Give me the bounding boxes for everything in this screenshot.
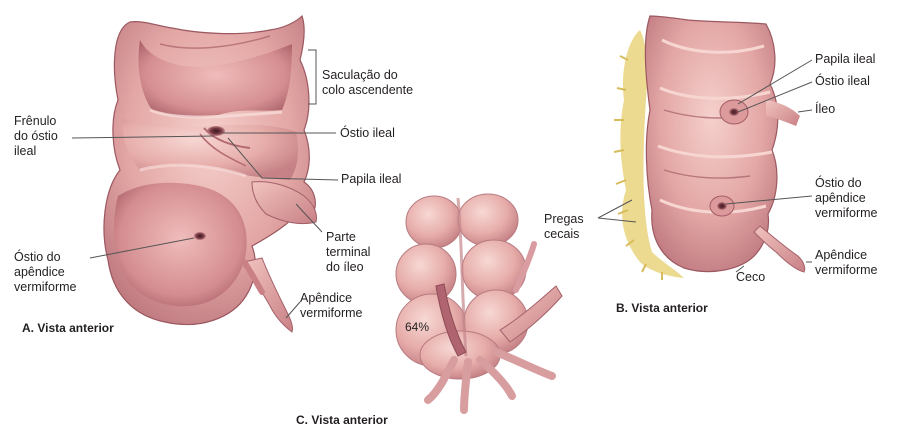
label-b-apendice-vermiforme: Apêndice vermiforme (815, 248, 878, 278)
label-a-apendice-vermiforme: Apêndice vermiforme (300, 291, 363, 321)
label-b-ostio-ileal: Óstio ileal (815, 74, 870, 89)
figure-b-appendix-orifice (717, 202, 727, 210)
label-frenulo-ostio-ileal: Frênulo do óstio ileal (14, 114, 58, 159)
caption-figure-a: A. Vista anterior (22, 321, 114, 335)
label-b-ileo: Íleo (815, 102, 835, 117)
label-parte-terminal-ileo: Parte terminal do íleo (326, 230, 370, 275)
figure-a-appendix-orifice (194, 232, 206, 240)
label-b-papila-ileal: Papila ileal (815, 52, 875, 67)
figure-b-appendix (754, 226, 805, 272)
label-pregas-cecais: Pregas cecais (544, 212, 584, 242)
label-saculacao-colo-ascendente: Saculação do colo ascendente (322, 68, 413, 98)
label-b-ostio-apendice: Óstio do apêndice vermiforme (815, 176, 878, 221)
figure-a-illustration (104, 16, 317, 332)
figure-a-lower-pouch (114, 183, 247, 306)
caption-figure-b: B. Vista anterior (616, 301, 708, 315)
label-ceco: Ceco (736, 270, 765, 285)
label-a-ostio-ileal: Óstio ileal (340, 126, 395, 141)
figure-c-illustration (396, 194, 562, 410)
figure-b-ileal-orifice (729, 108, 739, 116)
label-percent: 64% (405, 320, 429, 334)
caption-figure-c: C. Vista anterior (296, 413, 388, 427)
label-a-ostio-apendice: Óstio do apêndice vermiforme (14, 250, 77, 295)
figure-b-illustration (614, 16, 805, 280)
label-a-papila-ileal: Papila ileal (341, 172, 401, 187)
